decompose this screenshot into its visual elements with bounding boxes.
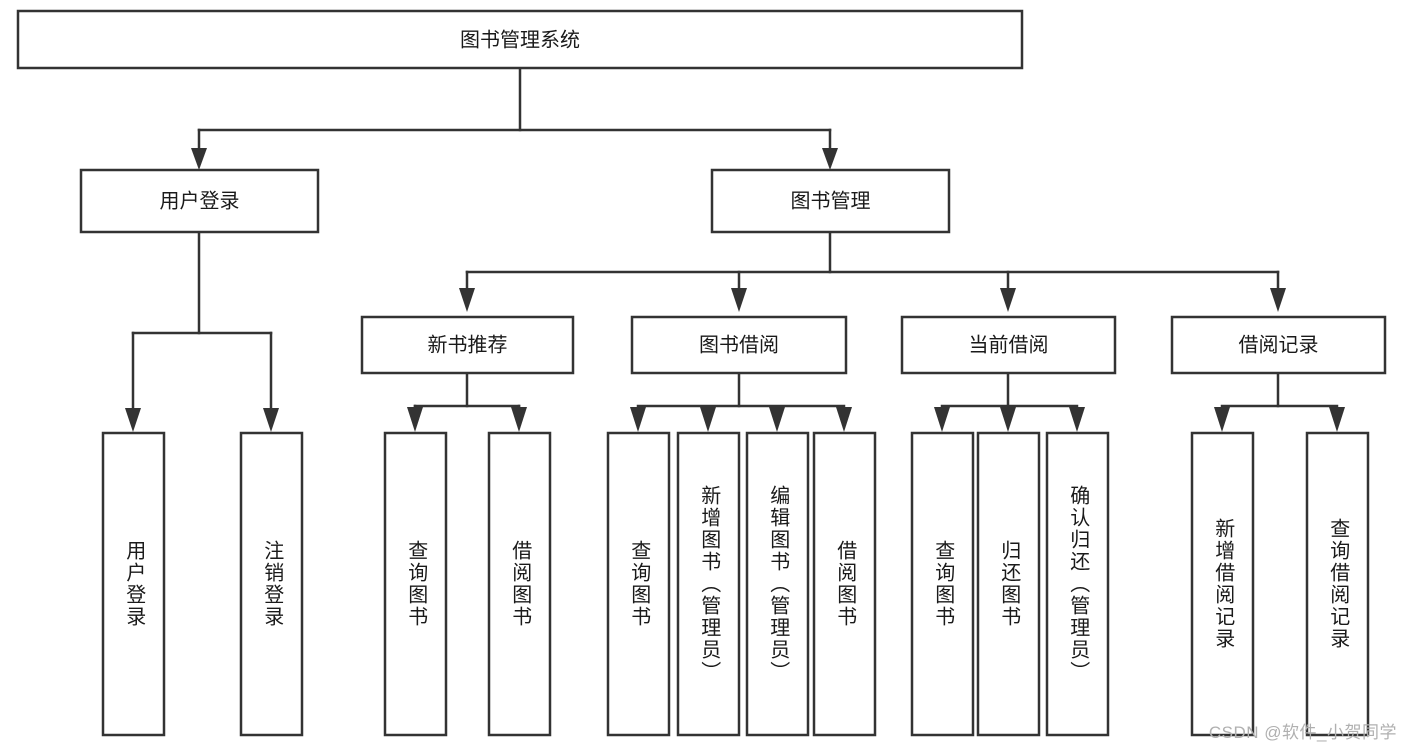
arrow-head-leaf-user-login-1 [125, 408, 141, 432]
node-box-user-login[interactable] [79, 168, 320, 234]
arrow-head-leaf-current-borrow-2 [1000, 407, 1016, 432]
arrow-head-borrow-record [1270, 288, 1286, 312]
arrow-head-leaf-book-borrow-3 [769, 407, 785, 432]
leaf-box-user-login-logout[interactable] [239, 431, 304, 737]
connector-group-book-borrow [630, 371, 852, 432]
leaf-box-new-book-borrow[interactable] [487, 431, 552, 737]
node-label-book-borrow: 图书借阅 [699, 333, 779, 356]
node-label-current-borrow: 当前借阅 [969, 333, 1049, 356]
leaf-box-book-borrow-edit[interactable] [745, 431, 810, 737]
node-label-book-management: 图书管理 [791, 189, 871, 212]
arrow-head-leaf-borrow-record-2 [1329, 407, 1345, 432]
watermark-text: CSDN @软件_小贺同学 [1208, 723, 1397, 742]
node-box-root[interactable] [16, 9, 1024, 70]
leaf-box-book-borrow-add[interactable] [676, 431, 741, 737]
connector-group-current-borrow [934, 371, 1085, 432]
node-box-book-borrow[interactable] [630, 315, 848, 375]
connector-group-borrow-record [1214, 371, 1345, 432]
node-label-new-book-recommend: 新书推荐 [428, 333, 508, 356]
arrow-head-book-mgmt [822, 148, 838, 170]
arrow-head-leaf-book-borrow-4 [836, 407, 852, 432]
leaf-box-current-borrow-confirm[interactable] [1045, 431, 1110, 737]
connector-group-user-login [125, 230, 279, 432]
leaf-box-borrow-record-add[interactable] [1190, 431, 1255, 737]
connector-group-root [191, 66, 838, 170]
leaf-box-book-borrow-query[interactable] [606, 431, 671, 737]
arrow-head-leaf-current-borrow-1 [934, 407, 950, 432]
arrow-head-new-book [459, 288, 475, 312]
arrow-head-leaf-user-login-2 [263, 408, 279, 432]
connector-group-new-book [407, 371, 527, 432]
node-label-borrow-record: 借阅记录 [1239, 333, 1319, 356]
leaf-box-current-borrow-query[interactable] [910, 431, 975, 737]
arrow-head-leaf-current-borrow-3 [1069, 407, 1085, 432]
arrow-head-current-borrow [1000, 288, 1016, 312]
arrow-head-leaf-new-book-2 [511, 407, 527, 432]
arrow-head-leaf-new-book-1 [407, 407, 423, 432]
leaf-box-current-borrow-return[interactable] [976, 431, 1041, 737]
arrow-head-user-login [191, 148, 207, 170]
node-box-new-book-recommend[interactable] [360, 315, 575, 375]
leaf-box-new-book-query[interactable] [383, 431, 448, 737]
node-box-book-management[interactable] [710, 168, 951, 234]
arrow-head-leaf-borrow-record-1 [1214, 407, 1230, 432]
leaf-box-borrow-record-query[interactable] [1305, 431, 1370, 737]
node-label-user-login: 用户登录 [160, 189, 240, 212]
arrow-head-leaf-book-borrow-2 [700, 407, 716, 432]
arrow-head-leaf-book-borrow-1 [630, 407, 646, 432]
leaf-box-user-login-login[interactable] [101, 431, 166, 737]
connector-group-book-mgmt [459, 230, 1286, 312]
node-label-root: 图书管理系统 [460, 28, 580, 51]
arrow-head-book-borrow [731, 288, 747, 312]
node-box-borrow-record[interactable] [1170, 315, 1387, 375]
node-box-current-borrow[interactable] [900, 315, 1117, 375]
leaf-box-book-borrow-lend[interactable] [812, 431, 877, 737]
